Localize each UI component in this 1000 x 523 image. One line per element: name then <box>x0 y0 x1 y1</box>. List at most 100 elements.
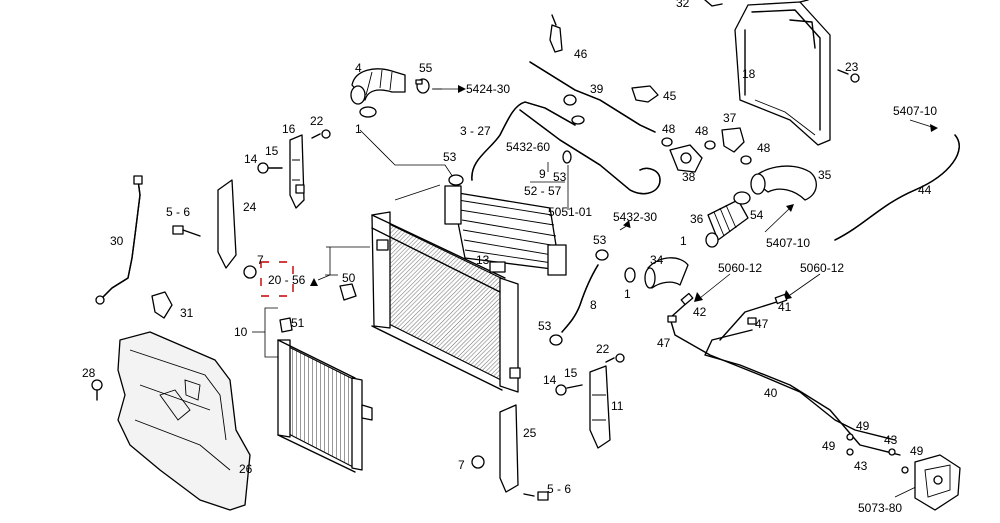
hose-3-27 <box>471 61 661 195</box>
callout: 43 <box>854 459 868 473</box>
callout: 20 - 56 <box>268 273 306 287</box>
bolt-5-6a <box>172 225 201 237</box>
callout: 5073-80 <box>858 501 902 515</box>
under-tray <box>117 331 251 511</box>
callout: 30 <box>110 234 124 248</box>
callout: 26 <box>239 462 253 476</box>
callout: 14 <box>543 373 557 387</box>
callout: 18 <box>742 67 756 81</box>
bolt-14-15b <box>555 384 583 396</box>
callout: 5432-60 <box>506 140 550 154</box>
callout: 41 <box>778 300 792 314</box>
callout: 53 <box>443 150 457 164</box>
callout: 42 <box>693 305 707 319</box>
callout: 49 <box>856 419 870 433</box>
radiator <box>371 211 521 393</box>
callout: 47 <box>657 336 671 350</box>
callout: 22 <box>310 114 324 128</box>
callout: 45 <box>663 89 677 103</box>
callout: 28 <box>82 366 96 380</box>
pipe-30 <box>95 175 143 305</box>
callout: 15 <box>265 144 279 158</box>
callout: 55 <box>419 61 433 75</box>
callout: 11 <box>611 399 624 413</box>
callout: 53 <box>538 319 552 333</box>
callout: 1 <box>355 122 362 136</box>
callout: 39 <box>590 82 604 96</box>
callout: 5432-30 <box>613 210 657 224</box>
callout: 48 <box>695 124 709 138</box>
callout: 47 <box>755 317 769 331</box>
clamp-1 <box>624 267 636 283</box>
bolt-5-6b <box>523 491 549 501</box>
condenser <box>277 339 373 473</box>
bracket-31 <box>151 291 173 319</box>
callout: 5060-12 <box>718 261 762 275</box>
callout: 4 <box>355 61 362 75</box>
callout: 5424-30 <box>466 82 510 96</box>
callout: 13 <box>476 253 490 267</box>
triangle-marker <box>310 278 318 286</box>
bracket-11 <box>589 365 611 449</box>
callout: 3 - 27 <box>460 124 491 138</box>
nut-7b <box>471 455 485 469</box>
callout: 38 <box>682 170 696 184</box>
callout: 23 <box>845 60 859 74</box>
callout: 1 <box>680 234 687 248</box>
callout: 53 <box>553 170 567 184</box>
callout: 51 <box>291 316 305 330</box>
bolt-23 <box>837 69 860 83</box>
bracket-16 <box>289 134 305 209</box>
housing-38 <box>669 144 703 173</box>
callout: 10 <box>234 325 248 339</box>
callout: 52 - 57 <box>524 184 562 198</box>
callout: 5 - 6 <box>166 205 190 219</box>
clip-55 <box>415 78 430 94</box>
callout: 50 <box>342 271 356 285</box>
callout: 43 <box>884 433 898 447</box>
hose-44 <box>834 134 960 241</box>
bolt-22b <box>605 353 625 363</box>
fan-shroud <box>734 0 831 146</box>
callout: 40 <box>764 386 778 400</box>
hose-4 <box>350 68 406 118</box>
clamps-48 <box>661 137 752 165</box>
callout: 48 <box>757 141 771 155</box>
callout: 31 <box>180 306 194 320</box>
callout: 49 <box>822 439 836 453</box>
bracket-13 <box>489 261 506 273</box>
callout: 15 <box>564 366 578 380</box>
callout: 7 <box>458 458 465 472</box>
bolt-28 <box>91 379 103 401</box>
callout: 34 <box>650 253 664 267</box>
part-32 <box>704 0 723 7</box>
callout: 5051-01 <box>548 205 592 219</box>
bolt-14-15a <box>257 162 283 174</box>
callout: 25 <box>523 426 537 440</box>
callout: 48 <box>662 122 676 136</box>
bolt-22a <box>311 129 331 139</box>
hose-8 <box>549 249 609 346</box>
callout: 36 <box>690 212 704 226</box>
callout: 49 <box>910 444 924 458</box>
nut-7a <box>243 265 257 279</box>
plug-50 <box>339 283 357 301</box>
bracket-24 <box>217 179 237 269</box>
callout: 35 <box>818 168 832 182</box>
hose-35 <box>750 165 817 201</box>
callout: 24 <box>243 200 257 214</box>
callout: 8 <box>590 298 597 312</box>
callout: 9 <box>539 167 546 181</box>
callout: 5 - 6 <box>547 482 571 496</box>
fitting-37 <box>721 127 745 153</box>
pipes-40-42 <box>667 292 909 474</box>
callout: 14 <box>244 152 258 166</box>
callout: 1 <box>624 287 631 301</box>
callout: 46 <box>574 47 588 61</box>
intercooler <box>444 174 567 276</box>
callout: 5407-10 <box>766 236 810 250</box>
callout: 7 <box>257 253 264 267</box>
plug-51 <box>279 317 293 333</box>
callout: 22 <box>596 342 610 356</box>
